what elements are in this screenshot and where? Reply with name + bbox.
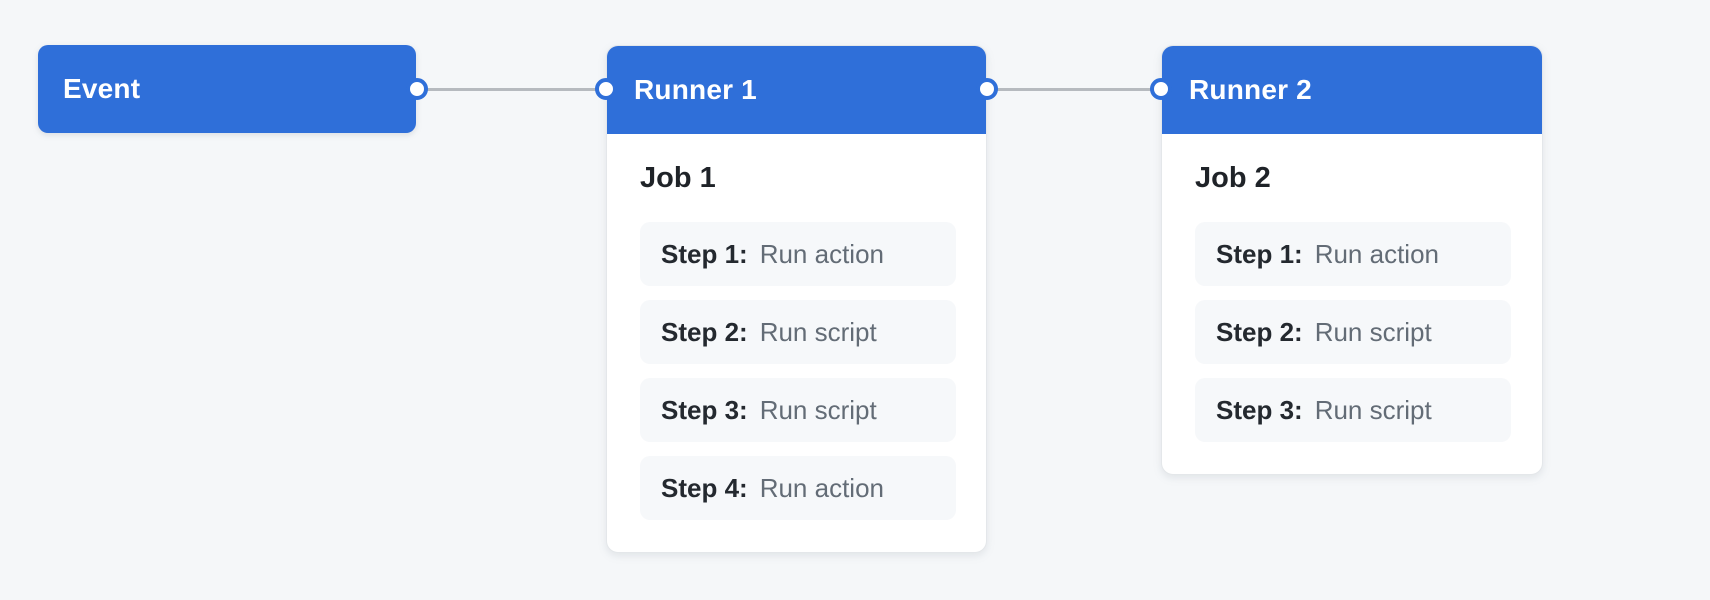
step-action: Run action [759, 472, 884, 503]
connector-dot-icon [595, 78, 617, 100]
event-label: Event [63, 73, 141, 104]
step-action: Run script [759, 316, 877, 347]
step-label: Step 2: [661, 316, 748, 347]
step-item: Step 4: Run action [640, 456, 956, 520]
step-label: Step 4: [661, 472, 748, 503]
step-action: Run script [1314, 394, 1432, 425]
job-2-title: Job 2 [1195, 162, 1271, 194]
connector-line-event-runner1 [417, 88, 607, 91]
step-label: Step 1: [1216, 238, 1303, 269]
connector-dot-icon [1150, 78, 1172, 100]
step-item: Step 1: Run action [1195, 222, 1511, 286]
runner-2-title: Runner 2 [1189, 74, 1312, 105]
job-1-title: Job 1 [640, 162, 716, 194]
runner-2-header: Runner 2 [1162, 46, 1542, 134]
step-label: Step 1: [661, 238, 748, 269]
step-action: Run action [759, 238, 884, 269]
runner-2-body: Job 2 Step 1: Run action Step 2: Run scr… [1162, 134, 1542, 474]
job-2-steps: Step 1: Run action Step 2: Run script St… [1195, 222, 1511, 442]
step-item: Step 3: Run script [1195, 378, 1511, 442]
job-1-steps: Step 1: Run action Step 2: Run script St… [640, 222, 956, 520]
step-action: Run script [759, 394, 877, 425]
event-node: Event [38, 45, 416, 133]
step-item: Step 1: Run action [640, 222, 956, 286]
step-item: Step 2: Run script [1195, 300, 1511, 364]
step-label: Step 2: [1216, 316, 1303, 347]
runner-1-body: Job 1 Step 1: Run action Step 2: Run scr… [607, 134, 986, 552]
runner-1-card: Runner 1 Job 1 Step 1: Run action Step 2… [606, 45, 987, 553]
runner-1-header: Runner 1 [607, 46, 986, 134]
step-action: Run script [1314, 316, 1432, 347]
runner-1-title: Runner 1 [634, 74, 757, 105]
step-label: Step 3: [661, 394, 748, 425]
connector-line-runner1-runner2 [987, 88, 1162, 91]
step-item: Step 2: Run script [640, 300, 956, 364]
step-label: Step 3: [1216, 394, 1303, 425]
connector-dot-icon [406, 78, 428, 100]
step-action: Run action [1314, 238, 1439, 269]
step-item: Step 3: Run script [640, 378, 956, 442]
runner-2-card: Runner 2 Job 2 Step 1: Run action Step 2… [1161, 45, 1543, 475]
connector-dot-icon [976, 78, 998, 100]
